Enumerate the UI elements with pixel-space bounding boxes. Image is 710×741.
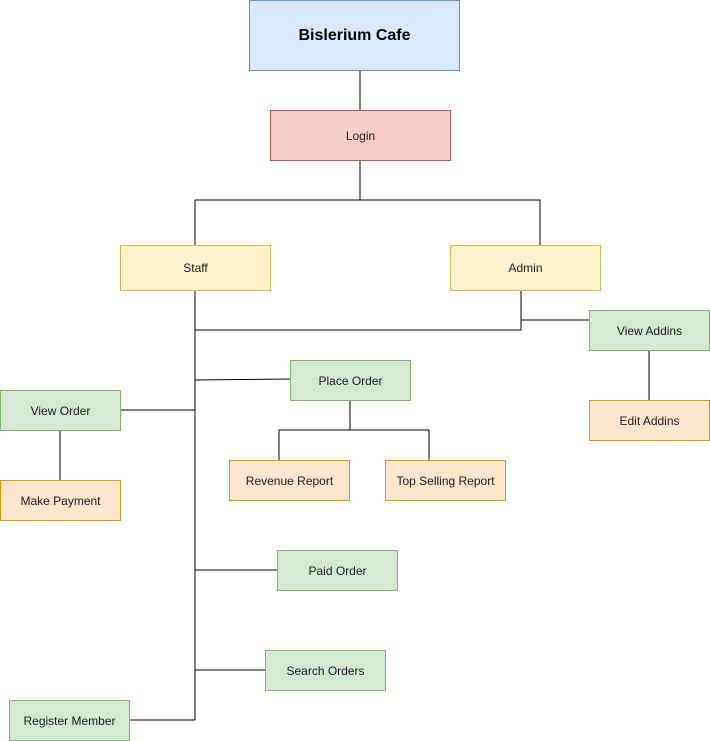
view-addins-node: View Addins bbox=[589, 310, 710, 351]
paid-order-node: Paid Order bbox=[277, 550, 398, 591]
staff-node: Staff bbox=[120, 245, 271, 291]
edit-addins-node: Edit Addins bbox=[589, 400, 710, 441]
register-member-node: Register Member bbox=[9, 700, 130, 741]
edge-place-order-top-selling bbox=[350, 429, 430, 460]
search-orders-node: Search Orders bbox=[265, 650, 386, 691]
revenue-report-node: Revenue Report bbox=[229, 460, 350, 501]
top-selling-report-node: Top Selling Report bbox=[385, 460, 506, 501]
edge-staff-place-order bbox=[194, 378, 291, 381]
edge-login-admin bbox=[360, 199, 541, 245]
make-payment-node: Make Payment bbox=[0, 480, 121, 521]
title-node: Bislerium Cafe bbox=[249, 0, 460, 71]
admin-node: Admin bbox=[450, 245, 601, 291]
edge-admin-staff bbox=[195, 291, 522, 331]
login-node: Login bbox=[270, 110, 451, 161]
edge-login-staff bbox=[194, 199, 360, 245]
view-order-node: View Order bbox=[0, 390, 121, 431]
place-order-node: Place Order bbox=[290, 360, 411, 401]
edge-place-order-revenue bbox=[278, 429, 350, 460]
